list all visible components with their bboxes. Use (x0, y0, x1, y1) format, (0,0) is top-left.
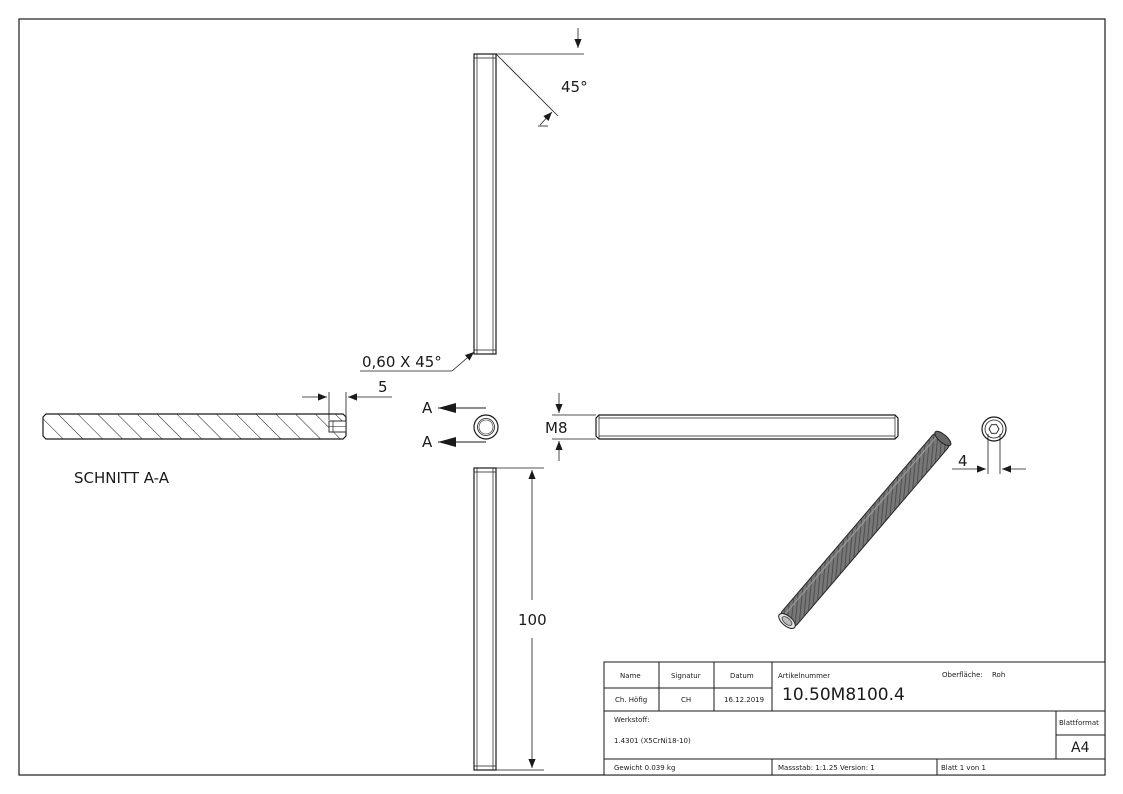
length-dimension (496, 467, 544, 771)
title-block (603, 661, 1106, 776)
tb-material-label: Werkstoff: (614, 716, 650, 724)
chamfer-leader (360, 351, 475, 372)
socket-end-view (981, 416, 1007, 442)
bore-depth-label: 5 (378, 378, 388, 396)
tb-article-label: Artikelnummer (778, 672, 830, 680)
section-marker-top: A (422, 399, 433, 417)
isometric-rod (778, 430, 952, 630)
sheet-border (18, 18, 1106, 776)
section-marker-bottom: A (422, 433, 433, 451)
tb-weight: Gewicht 0.039 kg (614, 764, 675, 772)
tb-scale-version: Massstab: 1:1.25 Version: 1 (778, 764, 875, 772)
angle-dimension (495, 28, 584, 127)
section-title: SCHNITT A-A (74, 469, 170, 487)
section-arrow-bottom (438, 437, 486, 447)
length-label: 100 (518, 611, 547, 629)
tb-surface-label: Oberfläche: (942, 671, 983, 679)
angle-label: 45° (561, 78, 588, 96)
tb-sheet-count: Blatt 1 von 1 (941, 764, 986, 772)
tb-name-header: Name (620, 672, 641, 680)
bottom-view-rod (473, 467, 497, 771)
tb-surface-value: Roh (992, 671, 1005, 679)
tb-article-number: 10.50M8100.4 (782, 685, 905, 705)
tb-material-value: 1.4301 (X5CrNi18-10) (614, 737, 691, 745)
tb-date-value: 16.12.2019 (724, 696, 764, 704)
section-view-rod (42, 413, 347, 440)
tb-name-value: Ch. Höfig (615, 696, 647, 704)
tb-signature-header: Signatur (671, 672, 701, 680)
thread-dimension (552, 393, 596, 461)
end-view-circle (473, 414, 499, 440)
tb-signature-value: CH (681, 696, 691, 704)
tb-sheet-format-label: Blattformat (1059, 719, 1099, 727)
socket-width-label: 4 (958, 452, 968, 470)
socket-width-dimension (952, 434, 1026, 474)
chamfer-callout: 0,60 X 45° (362, 353, 442, 371)
section-arrow-top (438, 403, 486, 413)
tb-sheet-format-value: A4 (1071, 740, 1090, 756)
tb-date-header: Datum (730, 672, 754, 680)
side-view-rod (595, 414, 899, 440)
thread-size-label: M8 (545, 419, 568, 437)
top-view-rod (473, 53, 497, 355)
bore-depth-dimension (302, 392, 392, 420)
